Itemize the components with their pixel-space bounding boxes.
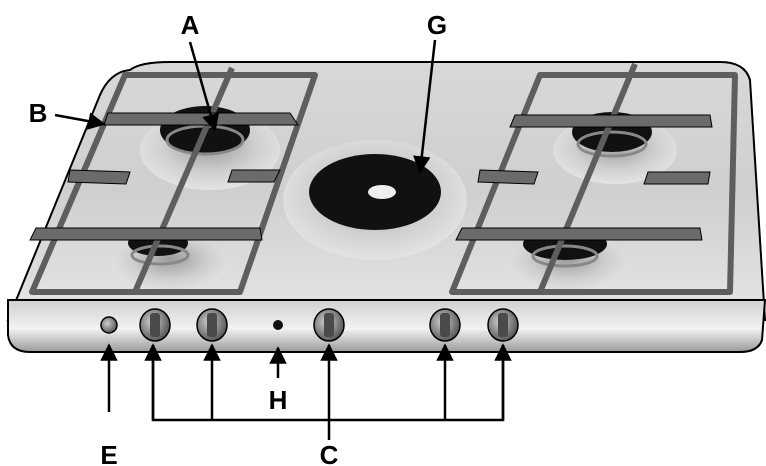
callout-lines bbox=[54, 39, 512, 440]
right-pan-support bbox=[449, 62, 738, 295]
label-e: E bbox=[100, 440, 117, 466]
left-grate-fingers bbox=[29, 112, 299, 241]
control-knob-1[interactable] bbox=[139, 308, 171, 342]
label-c: C bbox=[320, 440, 339, 466]
ignition-button[interactable] bbox=[100, 316, 118, 334]
control-knob-2[interactable] bbox=[196, 308, 228, 342]
right-rear-burner-ring bbox=[576, 130, 648, 158]
arrow-g bbox=[413, 39, 437, 174]
label-b: B bbox=[29, 98, 48, 128]
right-grate-fingers bbox=[455, 114, 713, 241]
arrow-b bbox=[54, 112, 106, 130]
label-a: A bbox=[181, 10, 200, 40]
right-front-burner-ring bbox=[531, 244, 599, 268]
hotplate-centre-dot bbox=[368, 185, 396, 199]
indicator-light bbox=[273, 320, 283, 330]
left-front-burner-ring bbox=[130, 244, 190, 266]
left-pan-support bbox=[29, 66, 318, 295]
control-knob-4[interactable] bbox=[429, 308, 461, 342]
label-h: H bbox=[269, 385, 288, 415]
arrow-a bbox=[188, 41, 220, 132]
label-g: G bbox=[427, 10, 447, 40]
control-knob-5[interactable] bbox=[487, 308, 519, 342]
control-knob-3[interactable] bbox=[313, 308, 345, 342]
hob-front-panel bbox=[7, 299, 766, 353]
